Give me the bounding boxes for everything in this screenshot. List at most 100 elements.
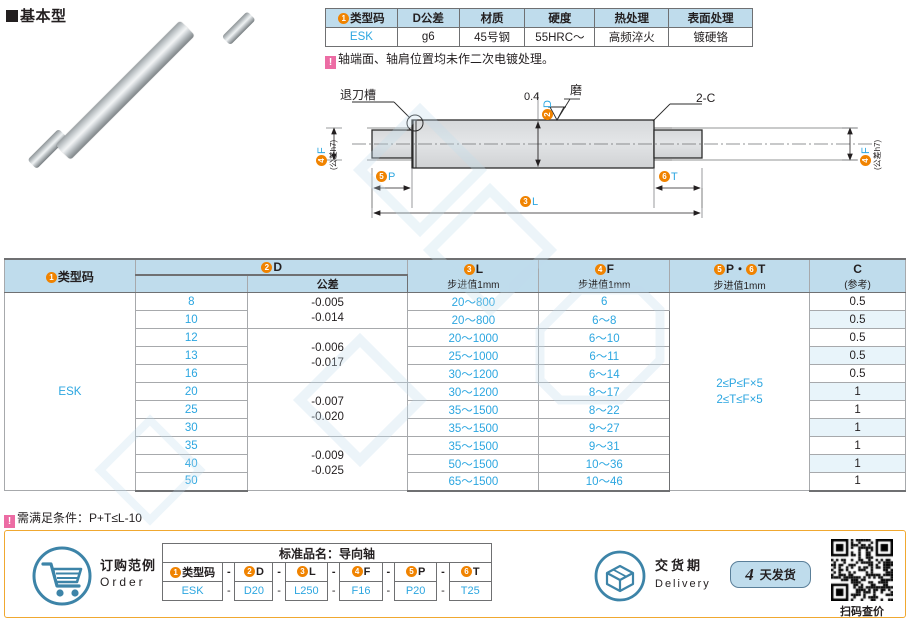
cell-c: 0.5 xyxy=(809,310,906,329)
order-separator: - xyxy=(331,566,336,579)
order-separator: - xyxy=(386,585,391,597)
cell-l: 30～1200 xyxy=(407,382,540,401)
cell-d: 13 xyxy=(134,346,248,365)
spec-header-hardness: 硬度 xyxy=(524,8,596,28)
delivery-box-icon xyxy=(594,550,646,602)
delivery-days-number: 4 xyxy=(745,564,754,584)
spec-header-d-tolerance: D公差 xyxy=(396,8,460,28)
drawing-svg xyxy=(326,92,872,218)
qr-code-caption: 扫码查价 xyxy=(840,606,884,618)
qr-code-block: 扫码查价 xyxy=(825,539,899,619)
col-header-t-label: T xyxy=(757,262,766,276)
badge-6-main-icon: 6 xyxy=(745,264,757,275)
page-title: 基本型 xyxy=(6,5,67,26)
order-example-label: 订购范例 Order xyxy=(100,557,156,591)
cell-c: 1 xyxy=(809,472,906,492)
badge-1-icon: 1 xyxy=(338,13,350,24)
col-header-pt-label: P・ xyxy=(725,262,746,276)
order-separator: - xyxy=(441,566,445,579)
badge-5-icon: 5 xyxy=(376,171,387,182)
order-value-类型码: ESK xyxy=(161,581,224,601)
cell-c: 0.5 xyxy=(809,364,906,383)
product-photo-panel: 基本型 xyxy=(0,0,312,252)
cell-l: 20～800 xyxy=(407,292,540,311)
product-shaft-photo xyxy=(26,11,282,170)
shaft-end-right xyxy=(221,11,256,46)
col-header-d-tolerance: 公差 xyxy=(246,274,409,293)
drawing-label-groove: 退刀槽 xyxy=(340,88,377,102)
delivery-label-cn: 交货期 xyxy=(655,558,704,573)
drawing-dim-F-left-tol: (公差h7) xyxy=(329,139,338,170)
order-table-title-row: 标准品名：导向轴 xyxy=(162,543,492,563)
cell-c: 1 xyxy=(809,454,906,473)
order-value-F: F16 xyxy=(339,581,383,601)
drawing-dim-F-right-label: F xyxy=(860,147,872,154)
drawing-dim-F-right: 4F (公差h7) xyxy=(856,112,886,172)
cell-f: 6～11 xyxy=(538,346,671,365)
cell-tolerance: -0.009-0.025 xyxy=(246,436,409,491)
drawing-dim-F-right-tol: (公差h7) xyxy=(873,139,882,170)
cell-c: 0.5 xyxy=(809,328,906,347)
spec-value-d-tolerance: g6 xyxy=(396,27,460,47)
col-header-c-ref: (参考) xyxy=(844,279,871,291)
cell-d: 20 xyxy=(134,382,248,401)
cell-c: 1 xyxy=(809,418,906,437)
order-separator: - xyxy=(331,585,336,597)
badge-1-main-icon: 1 xyxy=(45,271,57,283)
order-label-en: Order xyxy=(100,575,146,589)
drawing-dim-F-left: 4F (公差h7) xyxy=(312,112,338,172)
order-value-D: D20 xyxy=(234,581,274,601)
col-header-d-label: D xyxy=(273,260,282,274)
drawing-dim-P-label: P xyxy=(388,171,396,183)
order-separator: - xyxy=(277,566,281,579)
page-title-text: 基本型 xyxy=(20,8,67,25)
spec-header-material: 材质 xyxy=(458,8,526,28)
spec-value-material: 45号钢 xyxy=(458,27,526,47)
drawing-label-chamfer: 2-C xyxy=(696,91,716,105)
drawing-label-roughness: 0.4 xyxy=(524,91,540,103)
cell-l: 35～1500 xyxy=(407,436,540,455)
spec-table-row: ESK g6 45号钢 55HRC～ 高频淬火 镀硬铬 xyxy=(325,27,753,47)
condition-note: !需满足条件：P+T≤L-10 xyxy=(4,509,142,528)
order-separator: - xyxy=(277,585,281,597)
col-header-c: C (参考) xyxy=(809,258,906,293)
cell-f: 9～27 xyxy=(538,418,671,437)
cell-l: 30～1200 xyxy=(407,364,540,383)
order-separator: - xyxy=(386,566,391,579)
col-header-c-label: C xyxy=(853,261,862,276)
drawing-dim-T-label: T xyxy=(671,171,678,183)
badge-4-right-icon: 4 xyxy=(860,155,871,166)
badge-6-icon: 6 xyxy=(659,171,670,182)
drawing-dim-F-left-label: F xyxy=(316,147,328,154)
drawing-dim-L-label: L xyxy=(532,196,539,208)
cell-f: 8～17 xyxy=(538,382,671,401)
col-header-l-step: 步进值1mm xyxy=(447,279,500,291)
cell-l: 65～1500 xyxy=(407,472,540,492)
drawing-label-grind: 磨 xyxy=(570,83,583,97)
spec-header-type-code-label: 类型码 xyxy=(350,13,385,25)
order-separator: - xyxy=(227,566,231,579)
cell-c: 0.5 xyxy=(809,292,906,311)
col-header-l-label: L xyxy=(475,261,484,276)
cell-c: 1 xyxy=(809,400,906,419)
